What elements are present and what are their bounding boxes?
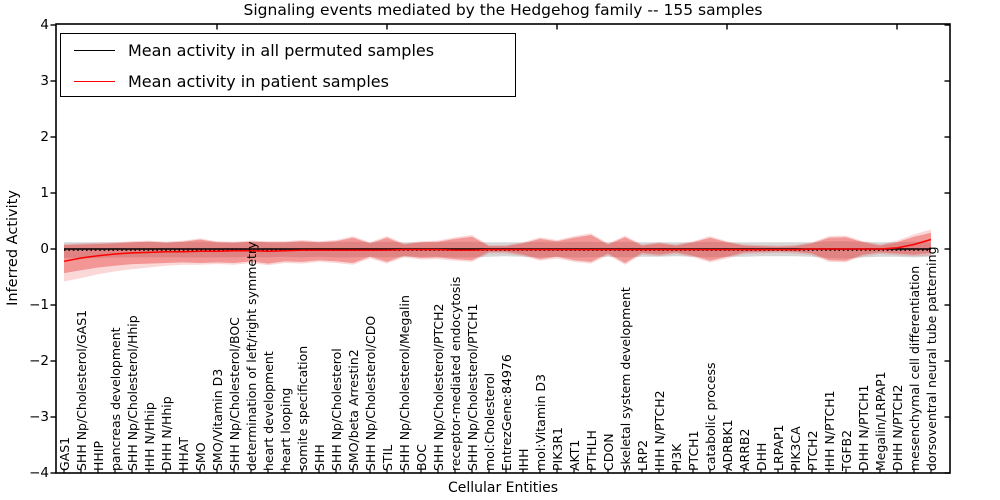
x-tick-label: LRP2 bbox=[634, 439, 650, 471]
x-tick-label: IHH N/PTCH1 bbox=[821, 390, 837, 471]
x-tick-label: somite specification bbox=[294, 345, 310, 471]
x-tick-label: pancreas development bbox=[107, 327, 123, 471]
legend-label-permuted: Mean activity in all permuted samples bbox=[128, 40, 435, 60]
x-tick-label: AKT1 bbox=[566, 439, 582, 471]
x-tick-label: SHH Np/Cholesterol/CDO bbox=[362, 315, 378, 471]
x-tick-label: heart development bbox=[260, 351, 276, 471]
x-tick-label: mol:Vitamin D3 bbox=[532, 374, 548, 471]
y-tick-label: 0 bbox=[40, 241, 49, 257]
x-tick-label: IHH bbox=[515, 448, 531, 472]
y-tick-label: −4 bbox=[29, 465, 49, 481]
x-tick-label: catabolic process bbox=[702, 362, 718, 471]
x-tick-label: IHH N/PTCH2 bbox=[651, 390, 667, 471]
x-tick-label: SHH Np/Cholesterol/PTCH2 bbox=[430, 303, 446, 472]
x-tick-label: SHH bbox=[311, 444, 327, 471]
x-tick-label: SHH Np/Cholesterol/BOC bbox=[226, 317, 242, 471]
legend-entry-permuted: Mean activity in all permuted samples bbox=[61, 35, 515, 65]
x-tick-label: heart looping bbox=[277, 387, 293, 471]
x-tick-label: DHH N/PTCH1 bbox=[855, 384, 871, 471]
y-tick-label: 4 bbox=[40, 17, 49, 33]
x-tick-label: PTHLH bbox=[583, 430, 599, 471]
x-tick-label: DHH N/PTCH2 bbox=[889, 384, 905, 471]
y-tick-label: −1 bbox=[29, 297, 49, 313]
x-tick-label: DHH N/Hhip bbox=[158, 396, 174, 471]
x-tick-label: HHAT bbox=[175, 436, 191, 471]
x-tick-label: SMO/Vitamin D3 bbox=[209, 368, 225, 471]
x-tick-label: CDON bbox=[600, 433, 616, 471]
x-tick-label: SHH Np/Cholesterol/PTCH1 bbox=[464, 303, 480, 472]
x-tick-label: BOC bbox=[413, 444, 429, 471]
x-tick-label: ARRB2 bbox=[736, 428, 752, 471]
legend-entry-patient: Mean activity in patient samples bbox=[61, 66, 515, 96]
legend-label-patient: Mean activity in patient samples bbox=[128, 71, 389, 91]
x-axis-label: Cellular Entities bbox=[447, 480, 559, 496]
x-tick-label: SHH Np/Cholesterol/Megalin bbox=[396, 295, 412, 471]
x-tick-label: STIL bbox=[379, 444, 395, 471]
x-tick-label: PIK3CA bbox=[787, 426, 803, 471]
x-tick-label: PTCH2 bbox=[804, 430, 820, 471]
y-tick-label: −3 bbox=[29, 409, 49, 425]
x-tick-label: PIK3R1 bbox=[549, 426, 565, 471]
x-tick-label: determination of left/right symmetry bbox=[243, 241, 259, 472]
y-tick-label: 3 bbox=[40, 73, 49, 89]
x-tick-label: HHIP bbox=[90, 440, 106, 471]
x-tick-label: EntrezGene:84976 bbox=[498, 354, 514, 471]
x-tick-label: mesenchymal cell differentiation bbox=[906, 265, 922, 471]
x-tick-label: DHH bbox=[753, 442, 769, 471]
x-tick-label: mol:Cholesterol bbox=[481, 372, 497, 471]
x-tick-label: SMO bbox=[192, 442, 208, 471]
y-tick-label: 1 bbox=[40, 185, 49, 201]
x-tick-label: Megalin/LRPAP1 bbox=[872, 371, 888, 471]
x-tick-label: PTCH1 bbox=[685, 430, 701, 471]
legend: Mean activity in all permuted samples Me… bbox=[60, 33, 516, 97]
x-tick-label: LRPAP1 bbox=[770, 424, 786, 471]
x-tick-label: dorsoventral neural tube patterning bbox=[923, 246, 939, 472]
x-tick-label: IHH N/Hhip bbox=[141, 402, 157, 471]
y-tick-label: −2 bbox=[29, 353, 49, 369]
x-tick-label: SMO/beta Arrestin2 bbox=[345, 349, 361, 471]
y-tick-label: 2 bbox=[40, 129, 49, 145]
chart-title: Signaling events mediated by the Hedgeho… bbox=[243, 1, 763, 19]
x-tick-label: GAS1 bbox=[56, 436, 72, 471]
x-tick-label: receptor-mediated endocytosis bbox=[447, 276, 463, 471]
patient-line-sample-icon bbox=[74, 80, 115, 82]
x-tick-label: ADRBK1 bbox=[719, 419, 735, 471]
x-tick-label: TGFB2 bbox=[838, 429, 854, 471]
x-tick-label: SHH Np/Cholesterol/GAS1 bbox=[73, 309, 89, 471]
x-tick-label: SHH Np/Cholesterol/Hhip bbox=[124, 315, 140, 471]
x-tick-label: SHH Np/Cholesterol bbox=[328, 348, 344, 471]
x-tick-label: skeletal system development bbox=[617, 287, 633, 471]
x-tick-label: PI3K bbox=[668, 443, 684, 471]
permuted-line-sample-icon bbox=[74, 49, 115, 51]
